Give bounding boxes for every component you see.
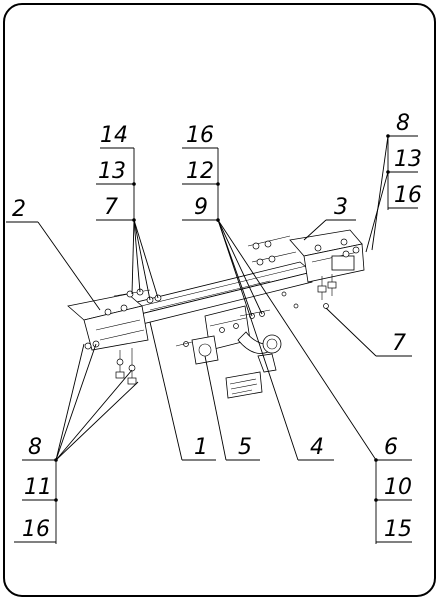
callout-16-bottom: 16 [22,517,50,542]
callout-8-top: 8 [396,111,410,136]
callout-11: 11 [24,475,52,500]
callout-15: 15 [384,517,412,542]
callout-7-right: 7 [392,331,406,356]
callout-16-top: 16 [186,123,214,148]
towbar-assembly-illustration [67,229,365,399]
callout-4: 4 [310,435,324,460]
callout-3: 3 [334,195,348,220]
callout-6: 6 [384,435,398,460]
drawing-frame [3,3,436,597]
identification-plate [225,371,263,399]
callout-7-left: 7 [104,195,118,220]
callout-12: 12 [186,159,214,184]
callout-10: 10 [384,475,412,500]
callout-16-right: 16 [394,183,422,208]
leader-lines [6,134,418,544]
callout-labels: 14 13 7 16 12 9 8 13 16 2 3 7 1 5 4 6 8 … [12,111,422,542]
callout-9: 9 [194,195,208,220]
callout-8-bottom: 8 [28,435,42,460]
callout-2: 2 [12,197,26,222]
callout-14: 14 [100,123,128,148]
right-bolt-set [247,235,360,309]
callout-5: 5 [238,435,252,460]
callout-13-right: 13 [394,147,422,172]
callout-1: 1 [194,435,208,460]
callout-13-left: 13 [98,159,126,184]
center-bolt-set [239,291,287,319]
